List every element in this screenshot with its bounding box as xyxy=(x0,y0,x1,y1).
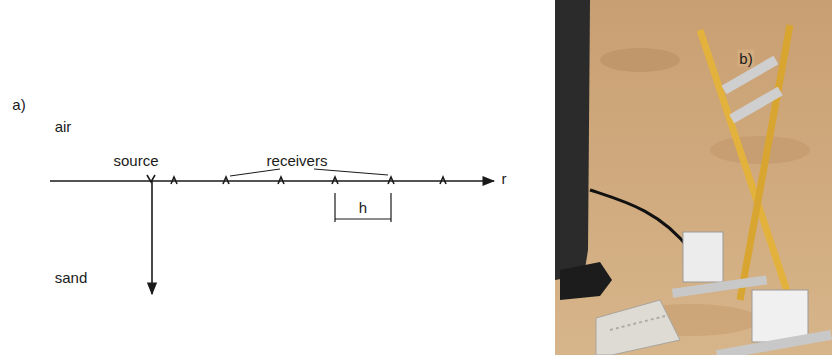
source-label: source xyxy=(111,152,160,169)
medium-label: air xyxy=(53,118,74,135)
receivers-label: receivers xyxy=(265,152,330,169)
medium-label: sand xyxy=(53,269,90,286)
axis-label: r xyxy=(500,170,509,187)
source-symbol xyxy=(147,175,155,182)
schematic xyxy=(50,169,494,294)
depth-arrow xyxy=(151,181,153,294)
field-photo xyxy=(555,0,832,355)
panel-letter: a) xyxy=(10,96,27,113)
receiver-symbols xyxy=(171,177,446,184)
spacing-label: h xyxy=(357,199,369,216)
surface-axis xyxy=(50,180,494,182)
leader-lines xyxy=(230,169,388,176)
panel-letter: b) xyxy=(737,50,754,67)
spacing-bracket xyxy=(335,193,391,222)
